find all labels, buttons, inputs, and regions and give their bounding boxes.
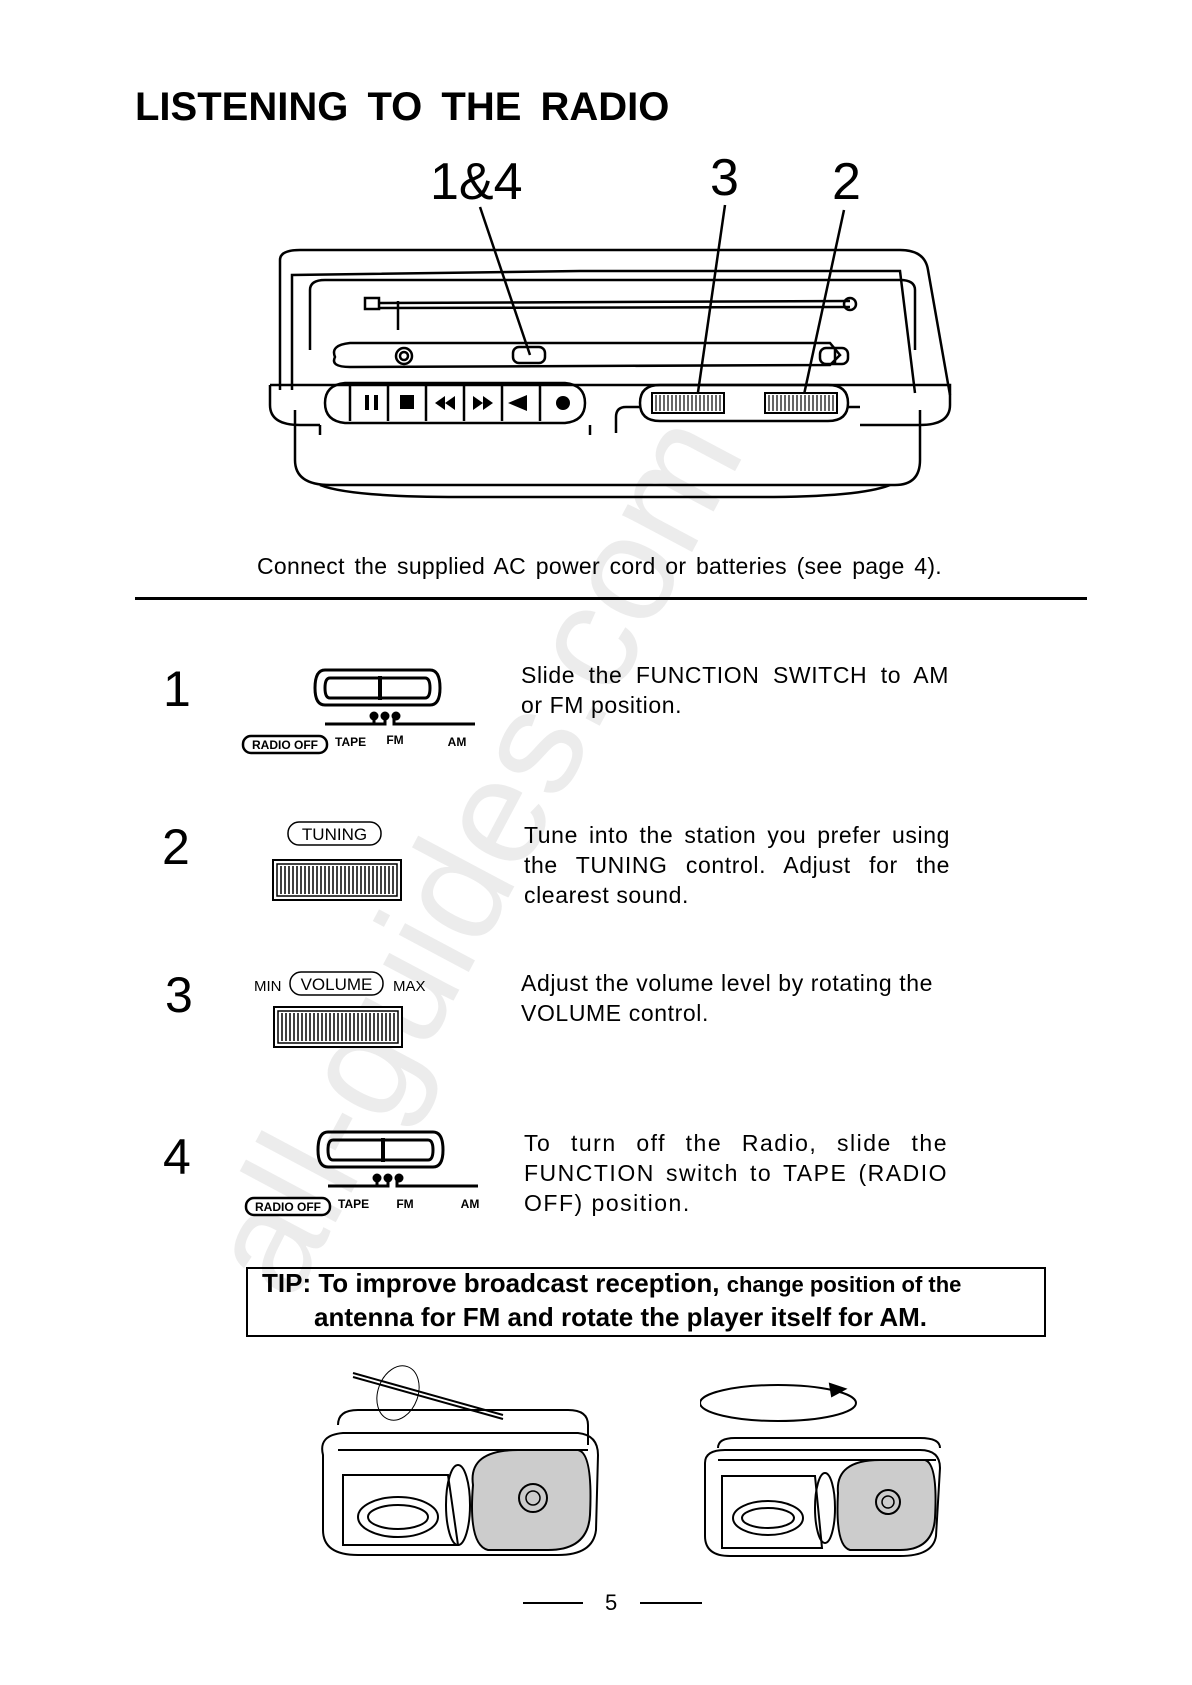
tuning-control-diagram: TUNING	[272, 821, 402, 901]
page-number-rule-left	[523, 1602, 583, 1604]
section-divider	[135, 597, 1087, 600]
tuning-label: TUNING	[302, 825, 367, 844]
step-description-cont: clearest sound.	[524, 882, 689, 908]
power-caption: Connect the supplied AC power cord or ba…	[257, 553, 942, 579]
step-description: To turn off the Radio, slide the FUNCTIO…	[524, 1130, 948, 1186]
volume-control-diagram: MIN VOLUME MAX	[254, 971, 426, 1048]
radio-off-label: RADIO OFF	[252, 738, 318, 752]
tip-box	[246, 1267, 1046, 1337]
step-description: Slide the FUNCTION SWITCH to AM	[521, 662, 949, 688]
step-number: 2	[162, 819, 190, 875]
radio-top-view-illustration	[268, 204, 952, 499]
player-antenna-illustration	[321, 1365, 600, 1556]
tape-label: TAPE	[338, 1197, 369, 1211]
fm-label: FM	[386, 733, 403, 747]
callout-volume: 3	[710, 149, 739, 207]
page-number-rule-right	[640, 1602, 702, 1604]
am-label: AM	[461, 1197, 480, 1211]
step-description-cont: OFF) position.	[524, 1190, 691, 1216]
fm-label: FM	[396, 1197, 413, 1211]
tip-line-1: TIP: To improve broadcast reception, cha…	[262, 1268, 961, 1299]
function-switch-diagram: RADIO OFF TAPE FM AM	[241, 668, 475, 755]
page-title: LISTENING TO THE RADIO	[135, 85, 670, 129]
tip-line-2: antenna for FM and rotate the player its…	[314, 1302, 927, 1332]
volume-label: VOLUME	[301, 975, 373, 994]
volume-max-label: MAX	[393, 978, 426, 995]
page-number: 5	[605, 1590, 618, 1615]
tip-text: change position of the	[726, 1272, 962, 1297]
step-number: 3	[165, 967, 193, 1023]
tip-emphasis: To improve broadcast reception,	[318, 1268, 720, 1298]
tip-label: TIP:	[262, 1268, 312, 1298]
step-number: 4	[163, 1129, 191, 1185]
callout-function-switch: 1&4	[430, 153, 523, 211]
volume-min-label: MIN	[254, 978, 282, 995]
player-rotate-illustration	[700, 1382, 942, 1557]
tape-label: TAPE	[335, 735, 366, 749]
am-label: AM	[448, 735, 467, 749]
radio-off-label: RADIO OFF	[255, 1200, 321, 1214]
step-description: Adjust the volume level by rotating the …	[521, 970, 934, 1026]
step-description-cont: or FM position.	[521, 692, 683, 718]
function-switch-diagram: RADIO OFF TAPE FM AM	[244, 1130, 480, 1217]
step-number: 1	[163, 661, 191, 717]
step-description: Tune into the station you prefer using t…	[524, 822, 950, 878]
callout-tuning: 2	[832, 153, 861, 211]
